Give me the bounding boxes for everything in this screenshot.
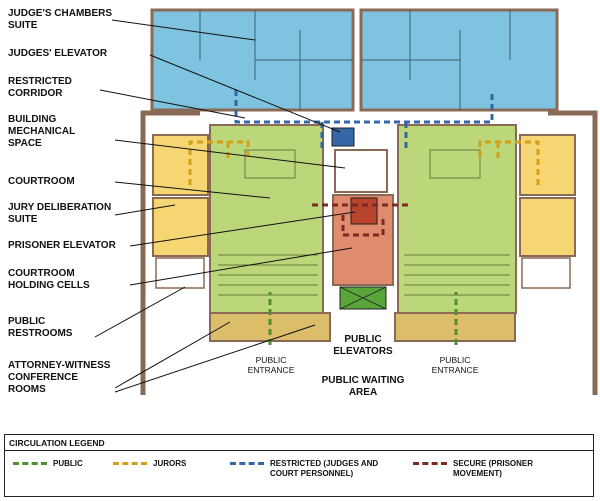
legend-divider [5,450,593,451]
legend-jurors-label: JURORS [153,459,187,468]
juror-circulation [188,140,540,185]
legend-restricted-swatch [230,462,264,465]
label-prisoner-elevator: PRISONER ELEVATOR [8,240,116,251]
exterior-walls [140,110,598,395]
jury-suite-right [519,197,576,257]
label-restricted-corridor: RESTRICTED CORRIDOR [8,76,72,99]
circulation-legend: CIRCULATION LEGEND PUBLIC JURORS RESTRIC… [4,434,594,497]
legend-public-label: PUBLIC [53,459,83,468]
label-public-elevators: PUBLIC ELEVATORS [333,334,393,357]
label-attorney-rooms: ATTORNEY-WITNESS CONFERENCE ROOMS [8,360,111,395]
legend-jurors-swatch [113,462,147,465]
label-holding-cells: COURTROOM HOLDING CELLS [8,268,90,291]
restrooms-right [521,257,571,289]
label-public-entrance-left: PUBLIC ENTRANCE [247,355,295,375]
label-judges-chambers: JUDGE'S CHAMBERS SUITE [8,8,113,31]
label-public-waiting: PUBLIC WAITING AREA [321,375,405,398]
judges-chambers-suites [150,8,559,112]
prisoner-elevator [350,197,378,225]
public-circulation [268,292,458,345]
legend-secure-swatch [413,462,447,465]
label-mechanical-space: BUILDING MECHANICAL SPACE [8,114,76,149]
jury-area-left [152,134,209,196]
legend-title: CIRCULATION LEGEND [9,438,105,448]
mechanical-space [334,149,388,193]
jury-suite-left [152,197,209,257]
restricted-circulation [234,90,494,152]
leader-lines [94,19,356,393]
conference-rooms-right [394,312,516,342]
conference-rooms-left [209,312,331,342]
courtroom-right [397,124,517,314]
judges-elevator [331,127,355,147]
jury-area-right [519,134,576,196]
restrooms-left [155,257,205,289]
legend-restricted-label: RESTRICTED (JUDGES AND COURT PERSONNEL) [270,459,379,478]
label-public-restrooms: PUBLIC RESTROOMS [8,316,73,339]
secure-circulation [312,203,412,237]
label-jury-suite: JURY DELIBERATION SUITE [8,202,112,225]
legend-secure-label: SECURE (PRISONER MOVEMENT) [453,459,534,478]
label-public-entrance-right: PUBLIC ENTRANCE [431,355,479,375]
label-courtroom: COURTROOM [8,176,75,187]
legend-public-swatch [13,462,47,465]
label-judges-elevator: JUDGES' ELEVATOR [8,48,108,59]
